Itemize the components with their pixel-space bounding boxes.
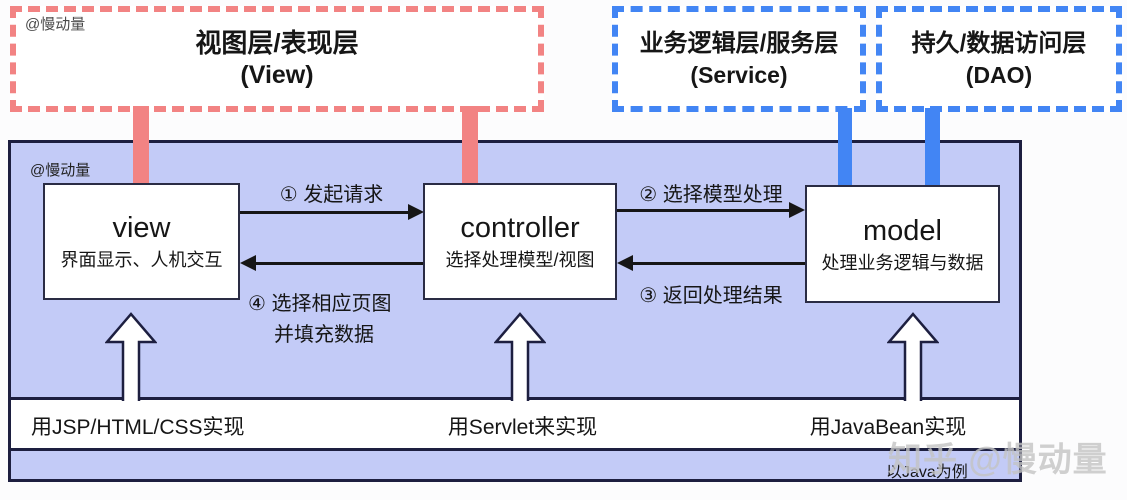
watermark-top-left: @慢动量	[25, 16, 86, 33]
controller-implementation-label: 用Servlet来实现	[447, 416, 598, 439]
service-layer-box: 业务逻辑层/服务层 (Service)	[612, 6, 866, 112]
view-component-box: view 界面显示、人机交互	[43, 183, 240, 300]
watermark-bottom-right: 知乎 @慢动量	[888, 441, 1108, 479]
view-layer-title: 视图层/表现层	[195, 28, 359, 58]
view-layer-box: 视图层/表现层 (View)	[10, 6, 544, 112]
service-layer-subtitle: (Service)	[690, 62, 788, 88]
connector-viewlayer-to-view	[133, 106, 149, 186]
arrow-view-to-controller-head-icon	[408, 204, 424, 220]
flow-step4-line1: ④ 选择相应页图	[248, 293, 392, 315]
dao-layer-box: 持久/数据访问层 (DAO)	[876, 6, 1122, 112]
flow-step4-line2: 并填充数据	[274, 324, 374, 346]
flow-step2-label: ② 选择模型处理	[639, 184, 783, 206]
controller-component-name: controller	[460, 212, 580, 244]
watermark-inner: @慢动量	[30, 162, 91, 179]
model-component-name: model	[863, 214, 942, 247]
arrow-controller-to-view-line	[254, 262, 423, 265]
view-layer-subtitle: (View)	[240, 61, 314, 89]
connector-daolayer-to-model	[925, 108, 940, 188]
flow-step3-label: ③ 返回处理结果	[639, 285, 783, 307]
arrow-model-to-controller-head-icon	[617, 255, 633, 271]
dao-layer-subtitle: (DAO)	[965, 62, 1033, 88]
model-component-box: model 处理业务逻辑与数据	[805, 185, 1000, 303]
arrow-controller-to-view-head-icon	[240, 255, 256, 271]
view-component-name: view	[112, 212, 171, 244]
model-implementation-label: 用JavaBean实现	[809, 416, 967, 439]
up-arrow-to-view-icon	[105, 312, 157, 401]
implementation-bar	[8, 397, 1022, 451]
flow-step1-label: ① 发起请求	[279, 184, 384, 206]
controller-component-box: controller 选择处理模型/视图	[423, 183, 617, 300]
arrow-view-to-controller-line	[240, 211, 410, 214]
controller-component-desc: 选择处理模型/视图	[445, 250, 595, 270]
up-arrow-to-model-icon	[887, 312, 939, 401]
footer-note: 以Java为例	[886, 464, 968, 481]
connector-servicelayer-to-model	[838, 108, 852, 188]
up-arrow-to-controller-icon	[494, 312, 546, 401]
arrow-controller-to-model-head-icon	[789, 202, 805, 218]
dao-layer-title: 持久/数据访问层	[911, 30, 1087, 57]
arrow-controller-to-model-line	[617, 209, 790, 212]
model-component-desc: 处理业务逻辑与数据	[821, 252, 984, 273]
view-implementation-label: 用JSP/HTML/CSS实现	[31, 416, 245, 439]
arrow-model-to-controller-line	[631, 262, 805, 265]
connector-viewlayer-to-controller	[462, 106, 478, 186]
view-component-desc: 界面显示、人机交互	[60, 250, 223, 270]
service-layer-title: 业务逻辑层/服务层	[639, 30, 839, 57]
flow-step4-label: ④ 选择相应页图 并填充数据	[248, 289, 392, 351]
